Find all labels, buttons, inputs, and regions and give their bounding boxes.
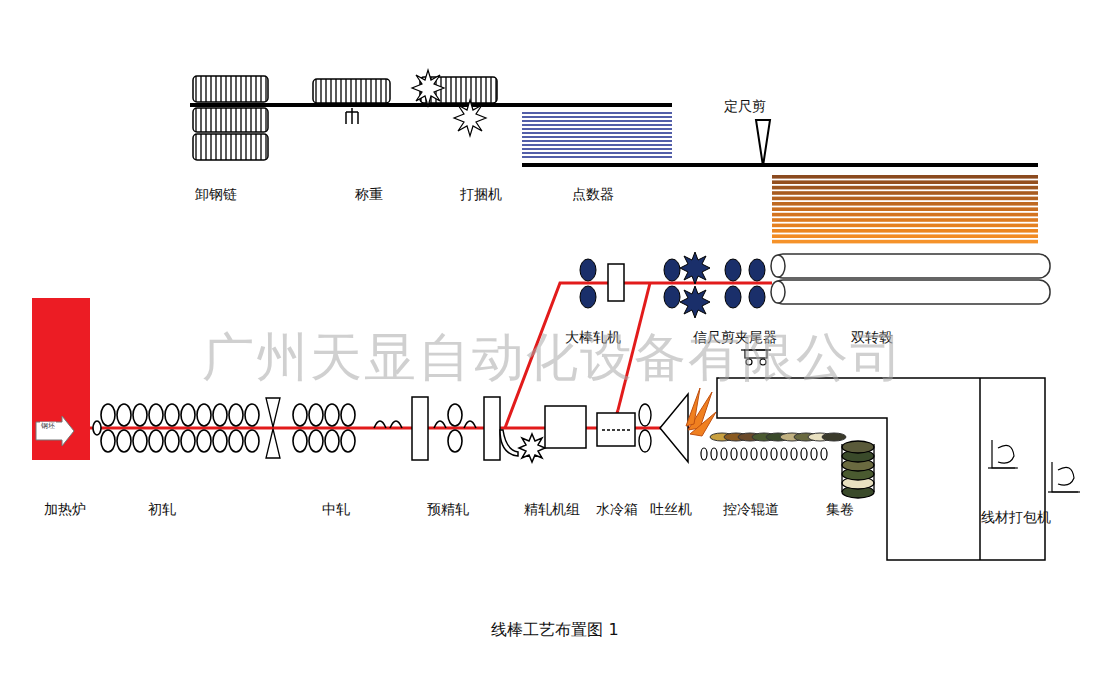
loop — [434, 421, 446, 428]
roller — [741, 448, 747, 460]
roll — [293, 430, 307, 452]
roller — [771, 448, 777, 460]
roller — [721, 448, 727, 460]
roll — [213, 430, 227, 452]
part-label: 水冷箱 — [596, 501, 638, 518]
roll — [341, 404, 355, 426]
part-label: 精轧机组 — [524, 501, 580, 518]
roll — [213, 404, 227, 426]
cut-bar — [772, 207, 1038, 211]
bar-stack-line — [522, 112, 672, 114]
cut-bar — [772, 234, 1038, 238]
roller — [801, 448, 807, 460]
roll — [448, 430, 462, 452]
cut-bar — [772, 240, 1038, 244]
roller — [811, 448, 817, 460]
roll — [448, 404, 462, 426]
bar-stack-line — [522, 120, 672, 122]
roll — [245, 404, 259, 426]
part-label: 控冷辊道 — [723, 501, 779, 518]
part-label: 卸钢链 — [195, 186, 237, 203]
roller — [731, 448, 737, 460]
roll — [341, 430, 355, 452]
roll — [245, 430, 259, 452]
roller — [751, 448, 757, 460]
roll — [117, 430, 131, 452]
roll — [325, 430, 339, 452]
bar-stack-line — [522, 132, 672, 134]
roll — [197, 404, 211, 426]
part-label: 中轧 — [322, 501, 350, 518]
loop — [374, 421, 386, 428]
part-label: 称重 — [355, 186, 383, 203]
bar-stack-line — [522, 136, 672, 138]
bar-stack-line — [522, 128, 672, 130]
roll — [309, 430, 323, 452]
part-label: 线材打包机 — [981, 509, 1051, 526]
roll — [229, 430, 243, 452]
roll — [149, 404, 163, 426]
coil-stack — [842, 441, 874, 453]
bar-stack-line — [522, 152, 672, 154]
roll — [133, 430, 147, 452]
figure-caption: 线棒工艺布置图 1 — [491, 620, 618, 639]
bar-stack-line — [522, 124, 672, 126]
roll — [117, 404, 131, 426]
arrow-label: 钢坯 — [40, 422, 56, 430]
cut-bar — [772, 213, 1038, 217]
cut-bar — [772, 224, 1038, 228]
cut-bar — [772, 175, 1038, 179]
watermark: 广州天显自动化设备有限公司 — [202, 326, 904, 388]
bar-stack-line — [522, 144, 672, 146]
roller — [781, 448, 787, 460]
roll — [229, 404, 243, 426]
roll — [309, 404, 323, 426]
cut-bar — [772, 218, 1038, 222]
part-label: 加热炉 — [44, 501, 86, 518]
part-label: 初轧 — [148, 501, 176, 518]
roll — [165, 430, 179, 452]
roll — [325, 404, 339, 426]
cut-bar — [772, 186, 1038, 190]
part-label: 吐丝机 — [650, 501, 692, 518]
loop — [390, 421, 402, 428]
cut-bar — [772, 202, 1038, 206]
roller — [761, 448, 767, 460]
roll — [293, 404, 307, 426]
roll — [101, 430, 115, 452]
roll — [165, 404, 179, 426]
loop — [464, 421, 476, 428]
roller — [701, 448, 707, 460]
part-label: 打捆机 — [460, 186, 502, 203]
roll — [149, 430, 163, 452]
bar-stack-line — [522, 116, 672, 118]
bar-stack-line — [522, 156, 672, 158]
roller — [791, 448, 797, 460]
roller — [711, 448, 717, 460]
stack-frame — [842, 444, 874, 492]
roller — [821, 448, 827, 460]
cut-bar — [772, 197, 1038, 201]
part-label: 点数器 — [572, 186, 614, 203]
bar-stack-line — [522, 140, 672, 142]
part-label: 定尺剪 — [724, 98, 766, 115]
part-label: 集卷 — [826, 501, 854, 518]
roll — [197, 430, 211, 452]
roll — [181, 404, 195, 426]
cut-bar — [772, 191, 1038, 195]
bar-stack-line — [522, 148, 672, 150]
coil — [822, 433, 846, 441]
cut-bar — [772, 180, 1038, 184]
roll — [133, 404, 147, 426]
roll — [93, 421, 101, 435]
cut-bar — [772, 229, 1038, 233]
roll — [101, 404, 115, 426]
part-label: 预精轧 — [427, 501, 469, 518]
roll — [181, 430, 195, 452]
